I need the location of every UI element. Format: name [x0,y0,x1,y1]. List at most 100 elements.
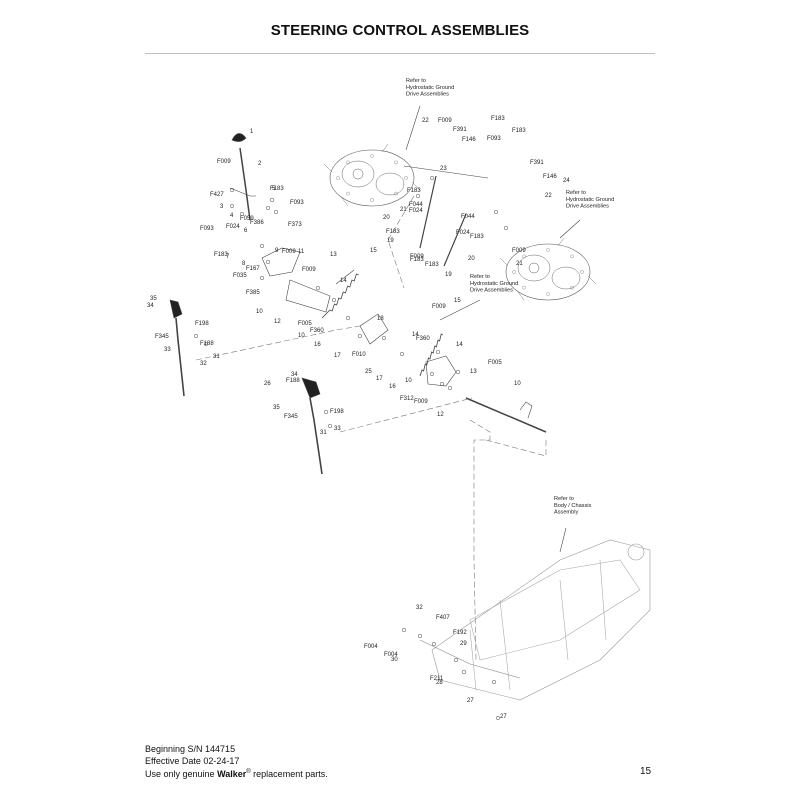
callout-label: 32 [200,361,207,367]
callout-label: F009 [302,267,316,273]
housing-outline [505,243,591,301]
reference-leader [439,299,481,321]
callout-label: 34 [147,303,154,309]
callout-label: F183 [410,257,424,263]
callout-label: F312 [400,396,414,402]
callout-label: 17 [376,376,383,382]
callout-label: 14 [412,332,419,338]
pump-outline [517,254,551,282]
callout-label: 29 [460,641,467,647]
genuine-parts-line: Use only genuine Walker® replacement par… [145,769,328,779]
bolt-outline [580,270,584,274]
reference-note-line: Hydrostatic Ground [470,281,518,287]
callout-label: F024 [226,224,240,230]
serial-number-line: Beginning S/N 144715 [145,744,236,754]
callout-label: 20 [468,256,475,262]
housing-detail [499,237,597,301]
callout-label: 34 [291,372,298,378]
callout-label: F427 [210,192,224,198]
knob-outline [231,133,247,142]
reference-note-line: Drive Assemblies [566,204,609,210]
callout-label: F009 [410,254,424,260]
callout-label: F005 [488,360,502,366]
linkage-rod-outline [419,175,437,249]
spring-drawing [321,273,359,319]
housing-outline [329,149,415,207]
callout-label: F386 [250,220,264,226]
brand-name: Walker [217,769,247,779]
hardware-outline [331,297,337,303]
callout-label: 27 [467,698,474,704]
callout-label: 35 [150,296,157,302]
callout-label: F146 [462,137,476,143]
callout-label: 6 [244,228,248,234]
callout-label: 3 [220,204,224,210]
control-plate-outline [425,355,457,387]
lever-outline [239,147,251,221]
callout-label: F188 [200,341,214,347]
callout-label: F385 [246,290,260,296]
callout-label: 4 [230,213,234,219]
housing-detail [323,143,421,207]
callout-label: F183 [214,252,228,258]
callout-label: F407 [436,615,450,621]
callout-label: F391 [530,160,544,166]
shaft-outline [352,168,364,180]
hardware-outline [381,335,387,341]
callout-label: 23 [440,166,447,172]
callout-label: F093 [200,226,214,232]
hardware-outline [503,225,509,231]
callout-label: F009 [432,304,446,310]
callout-label: 18 [377,316,384,322]
lever-arm-outline [229,187,256,197]
bolt-outline [394,191,398,196]
bolt-outline [346,191,350,196]
hardware-outline [193,333,199,339]
callout-label: F198 [195,321,209,327]
hardware-outline [493,209,499,215]
hardware-outline [357,333,363,339]
callout-label: F005 [298,321,312,327]
callout-label: F009 [512,248,526,254]
hardware-outline [461,669,467,675]
bolt-outline [522,285,526,290]
left-transaxle-drawing [323,143,421,207]
hardware-outline [401,627,407,633]
reference-leader [559,219,581,239]
hardware-outline [323,409,329,415]
dashed-leader [339,397,473,433]
hand-lever-outline [175,317,185,397]
callout-label: 10 [298,333,305,339]
chassis-frame-outline [431,539,651,701]
mount-bracket-outline [285,279,331,313]
hardware-outline [429,175,435,181]
callout-label: F093 [487,136,501,142]
callout-label: F183 [491,116,505,122]
bolt-outline [522,254,526,259]
shaft-outline [528,262,540,274]
hardware-outline [429,371,435,377]
callout-label: F009 [217,159,231,165]
callout-label: 9 [275,248,279,254]
hardware-outline [259,243,265,249]
callout-label: F093 [290,200,304,206]
bolt-outline [546,248,550,252]
callout-label: 33 [334,426,341,432]
callout-label: F024 [409,208,423,214]
reference-note-line: Assembly [554,510,578,516]
hardware-outline [439,381,445,387]
cross-shaft-outline [465,397,547,433]
callout-label: 15 [454,298,461,304]
callout-label: 35 [273,405,280,411]
callout-label: 22 [422,118,429,124]
diagram-linework [169,105,651,721]
callout-label: 13 [470,369,477,375]
callout-label: 2 [258,161,262,167]
callout-label: 30 [391,657,398,663]
callout-label: F345 [155,334,169,340]
callout-label: F146 [543,174,557,180]
callout-label: 33 [164,347,171,353]
hardware-outline [453,657,459,663]
